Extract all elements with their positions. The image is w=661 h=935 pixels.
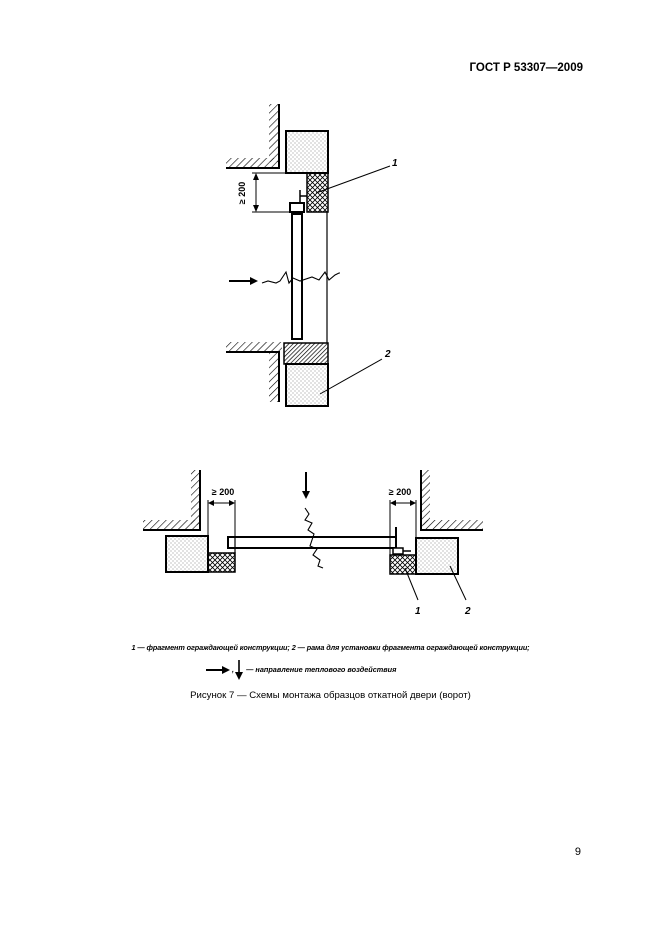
break-line [261, 270, 340, 285]
wall-hatch [421, 470, 430, 525]
legend-num-1: 1 [131, 643, 136, 652]
down-arrow-icon [235, 660, 244, 680]
callout-1: 1 [415, 606, 421, 617]
fragment-block-lower [283, 342, 329, 365]
legend-line-1: 1 — фрагмент ограждающей конструкции; 2 … [0, 643, 661, 652]
dimension-label-left: ≥ 200 [212, 487, 234, 497]
callout-2: 2 [464, 606, 471, 617]
wall-outline [226, 104, 280, 169]
wall-hatch [143, 520, 200, 530]
door-leaf [291, 213, 303, 340]
figure-caption: Рисунок 7 — Схемы монтажа образцов откат… [190, 690, 471, 701]
legend-heat-direction: — направление теплового воздействия [244, 664, 397, 674]
page-number: 9 [574, 846, 581, 858]
legend-separator: , [230, 664, 235, 674]
legend-text-2: — рама для установки фрагмента ограждающ… [295, 643, 530, 652]
wall-hatch [269, 352, 279, 402]
door-hanger [289, 202, 305, 213]
frame-block [285, 363, 329, 407]
break-line [304, 507, 324, 569]
callout-1: 1 [392, 158, 398, 169]
legend-text-1: — фрагмент ограждающей конструкции; [135, 643, 292, 652]
standard-header: ГОСТ Р 53307—2009 [469, 62, 583, 74]
right-arrow-icon [206, 666, 230, 674]
dimension-label-right: ≥ 200 [389, 487, 411, 497]
wall-hatch [226, 342, 282, 352]
wall-hatch [421, 520, 483, 530]
callout-2: 2 [384, 349, 391, 360]
bottom-figure: ≥ 200 ≥ 200 1 2 [143, 470, 483, 617]
wall-outline [143, 470, 201, 531]
fragment-block [207, 552, 236, 573]
wall-outline [420, 470, 483, 531]
fragment-block [389, 554, 417, 575]
frame-block [285, 130, 329, 174]
wall-outline [226, 351, 280, 402]
wall-hatch [226, 158, 278, 168]
frame-block [165, 535, 209, 573]
wall-hatch [191, 470, 200, 525]
wall-hatch [269, 104, 279, 162]
legend-line-2: , — направление теплового воздействия [206, 660, 396, 680]
legend-num-2: 2 [291, 643, 296, 652]
top-figure: ≥ 200 1 2 [226, 104, 398, 407]
dimension-label: ≥ 200 [237, 182, 247, 204]
